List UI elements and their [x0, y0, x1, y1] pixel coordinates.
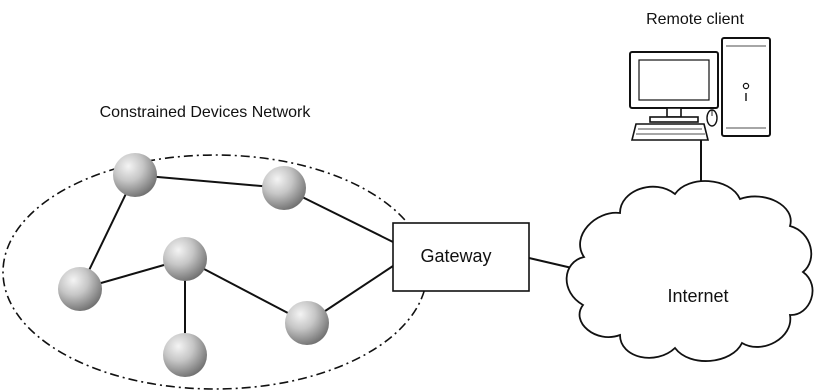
sensor-node-icon	[163, 237, 207, 281]
gateway-node: Gateway	[392, 222, 530, 292]
desktop-computer-icon	[629, 51, 719, 123]
mesh-nodes	[58, 153, 329, 377]
remote-client	[629, 37, 771, 141]
sensor-node-icon	[113, 153, 157, 197]
link-n3-n5	[184, 258, 308, 324]
gateway-box	[392, 222, 530, 292]
sensor-node-icon	[163, 333, 207, 377]
link-n1-n2	[134, 174, 285, 189]
gateway-label: Gateway	[420, 246, 491, 266]
sensor-node-icon	[58, 267, 102, 311]
sensor-node-icon	[285, 301, 329, 345]
mouse-icon	[706, 109, 718, 127]
cloud-shape	[565, 180, 814, 362]
link-gateway-internet	[528, 257, 573, 269]
pc-tower-icon	[721, 37, 771, 137]
remote-client-label: Remote client	[646, 11, 744, 28]
cloud-icon: Internet	[565, 180, 814, 362]
network-label: Constrained Devices Network	[100, 104, 312, 121]
keyboard-icon	[630, 123, 710, 141]
internet-label: Internet	[667, 286, 728, 306]
mesh-links	[79, 174, 394, 355]
sensor-node-icon	[262, 166, 306, 210]
